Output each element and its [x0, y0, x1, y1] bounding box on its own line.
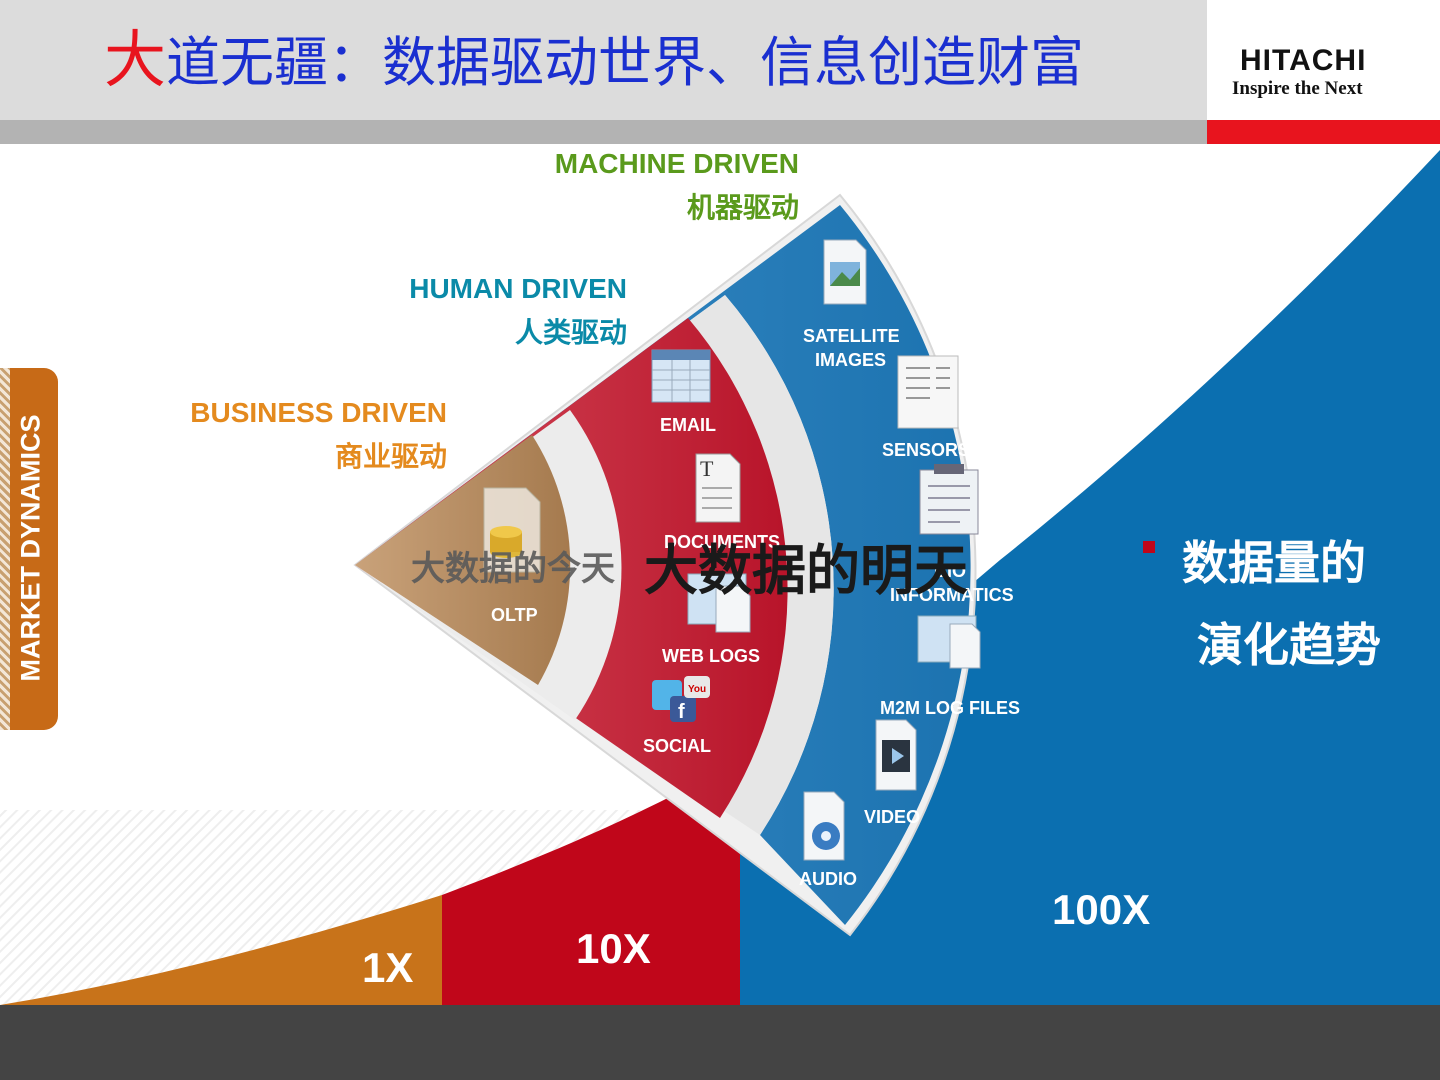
label-m2m: M2M LOG FILES — [880, 698, 1020, 719]
label-audio: AUDIO — [799, 869, 857, 890]
label-social: SOCIAL — [643, 736, 711, 757]
spreadsheet-icon — [652, 350, 710, 402]
social-media-icon: f You — [652, 676, 710, 723]
label-web-logs: WEB LOGS — [662, 646, 760, 667]
audio-file-icon — [804, 792, 844, 860]
folder-files-icon — [918, 616, 980, 668]
bullet-marker — [1143, 541, 1155, 553]
label-email: EMAIL — [660, 415, 716, 436]
svg-text:T: T — [700, 456, 714, 481]
label-sensors: SENSORS — [882, 440, 970, 461]
text-document-icon: T — [696, 454, 740, 522]
svg-text:You: You — [688, 684, 706, 695]
clipboard-icon — [920, 464, 978, 534]
label-satellite-1: SATELLITE — [803, 326, 900, 347]
multiplier-1x: 1X — [362, 944, 413, 992]
overlay-today: 大数据的今天 — [411, 541, 615, 590]
bullet-line-1: 数据量的 — [1182, 527, 1366, 593]
overlay-tomorrow: 大数据的明天 — [644, 526, 968, 605]
multiplier-100x: 100X — [1052, 886, 1150, 934]
image-file-icon — [824, 240, 866, 304]
label-satellite-2: IMAGES — [815, 350, 886, 371]
video-file-icon — [876, 720, 916, 790]
label-oltp: OLTP — [491, 605, 538, 626]
bullet-line-2: 演化趋势 — [1197, 609, 1381, 675]
sensor-panel-icon — [898, 356, 958, 428]
multiplier-10x: 10X — [576, 925, 651, 973]
label-video: VIDEO — [864, 807, 920, 828]
svg-text:f: f — [678, 701, 685, 723]
